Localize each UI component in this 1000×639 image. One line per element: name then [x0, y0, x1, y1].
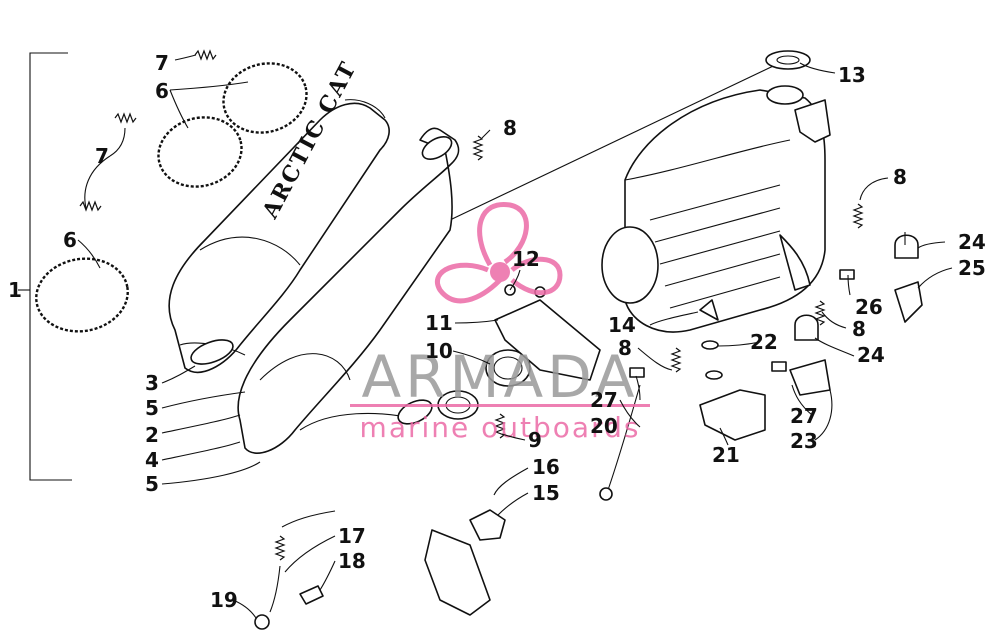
callout-23: 23: [790, 429, 818, 453]
callout-10: 10: [425, 339, 453, 363]
callout-5b: 5: [145, 472, 159, 496]
callout-15: 15: [532, 481, 560, 505]
callout-13: 13: [838, 63, 866, 87]
callout-8a: 8: [503, 116, 517, 140]
callout-8d: 8: [618, 336, 632, 360]
callout-8c: 8: [852, 317, 866, 341]
callout-7b: 7: [95, 144, 109, 168]
callout-18: 18: [338, 549, 366, 573]
callout-6a: 6: [155, 79, 169, 103]
spring-7b: [114, 112, 137, 124]
callout-8b: 8: [893, 165, 907, 189]
watermark-rule: [350, 404, 650, 407]
callout-5a: 5: [145, 396, 159, 420]
silencer-box: [601, 50, 831, 333]
callout-14: 14: [608, 313, 636, 337]
callout-2: 2: [145, 423, 159, 447]
callout-19: 19: [210, 588, 238, 612]
callout-12: 12: [512, 247, 540, 271]
callout-24a: 24: [958, 230, 986, 254]
expansion-chamber: [237, 127, 460, 454]
callout-26: 26: [855, 295, 883, 319]
spring-7c: [79, 200, 102, 212]
small-parts: [254, 269, 855, 630]
callout-24b: 24: [857, 343, 885, 367]
callout-11: 11: [425, 311, 453, 335]
propeller-logo-icon: [435, 201, 563, 304]
spring-8d: [670, 347, 682, 373]
callout-7a: 7: [155, 51, 169, 75]
callout-27a: 27: [590, 388, 618, 412]
spring-8a: [472, 135, 484, 161]
leader-lines: [77, 54, 953, 619]
spring-9: [494, 413, 506, 439]
callout-4: 4: [145, 448, 159, 472]
callout-25: 25: [958, 256, 986, 280]
callout-22: 22: [750, 330, 778, 354]
spring-8b: [852, 203, 864, 229]
reference-line: [449, 57, 791, 221]
watermark: ARMADA marine outboards: [350, 201, 650, 444]
callout-17: 17: [338, 524, 366, 548]
callout-16: 16: [532, 455, 560, 479]
hanger-brackets: [699, 234, 923, 441]
assembly-bracket: [18, 52, 72, 481]
callout-9: 9: [528, 428, 542, 452]
callout-21: 21: [712, 443, 740, 467]
callout-labels: 1 2 3 4 5 5 6 6 7 7 8 8 8 8 9 10 11 12 1…: [8, 51, 986, 612]
spring-8c: [814, 300, 826, 326]
springs: [79, 49, 864, 561]
grommet-13: [765, 50, 811, 70]
callout-6b: 6: [63, 228, 77, 252]
spring-8e: [274, 535, 286, 561]
watermark-subtitle: marine outboards: [360, 411, 641, 444]
callout-3: 3: [145, 371, 159, 395]
spring-7a: [194, 49, 217, 61]
callout-1: 1: [8, 278, 22, 302]
callout-20: 20: [590, 414, 618, 438]
rubber-mounts: [794, 234, 919, 341]
watermark-title: ARMADA: [361, 343, 638, 411]
callout-27b: 27: [790, 404, 818, 428]
